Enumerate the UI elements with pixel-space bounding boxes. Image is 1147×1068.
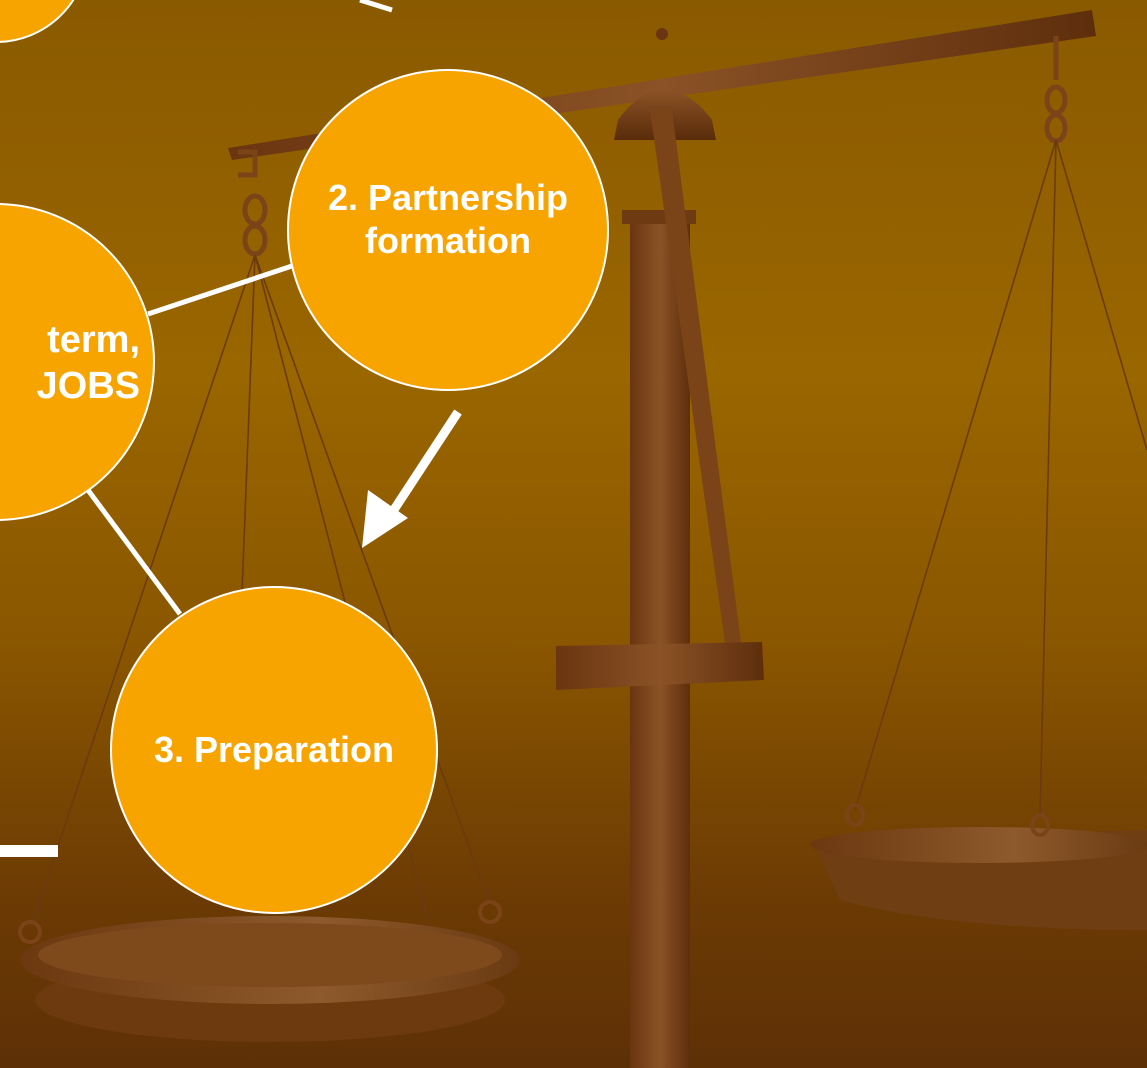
node-top-partial [0, 0, 75, 43]
connector-1-3 [82, 484, 183, 616]
diagram-nodes [0, 0, 609, 914]
node-2-label: 2. Partnership formation [327, 177, 569, 262]
left-pan-hanger [238, 149, 268, 257]
right-scale-pan [810, 803, 1147, 930]
node-3-circle [110, 586, 438, 914]
diagram-connectors [0, 0, 393, 857]
arrow-2-to-3 [362, 409, 462, 548]
node-1-label: term, JOBS [36, 319, 140, 407]
connector-stub [0, 845, 58, 857]
connector-1-2 [147, 261, 299, 317]
left-scale-pan [18, 900, 520, 1042]
node-3-label: 3. Preparation [153, 729, 395, 770]
scale-post [556, 90, 764, 1068]
connector-top-arrow [359, 0, 393, 13]
node-1-circle [0, 203, 155, 521]
right-pan-strings [854, 139, 1147, 816]
node-2-circle [287, 69, 609, 391]
right-pan-hanger [1044, 36, 1068, 144]
